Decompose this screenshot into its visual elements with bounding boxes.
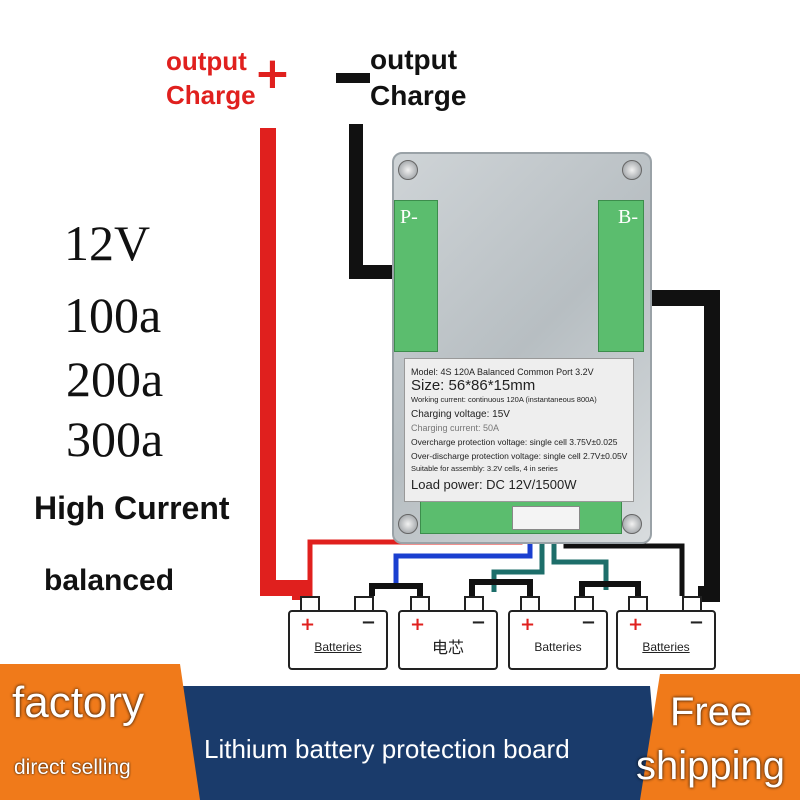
spec-label: Model: 4S 120A Balanced Common Port 3.2V…	[404, 358, 634, 502]
battery-minus-sign: −	[360, 612, 376, 633]
battery-plus-sign: +	[520, 614, 536, 635]
battery-3: + − Batteries	[508, 596, 608, 670]
battery-minus-sign: −	[580, 612, 596, 633]
battery-2: + − 电芯	[398, 596, 498, 670]
battery-body: + − Batteries	[616, 610, 716, 670]
plus-icon: +	[254, 48, 291, 99]
charging-current-text: Charging current: 50A	[411, 423, 500, 433]
shipping-text: shipping	[636, 744, 786, 788]
voltage-spec: 12V	[64, 215, 151, 271]
pcb-strip-right	[598, 200, 644, 352]
battery-body: + − Batteries	[508, 610, 608, 670]
right-output-label: output Charge	[370, 44, 467, 111]
working-current-text: Working current: continuous 120A (instan…	[411, 395, 597, 404]
battery-4: + − Batteries	[616, 596, 716, 670]
screw-bottom-right	[622, 514, 642, 534]
direct-selling-text: direct selling	[14, 756, 131, 779]
balanced-text: balanced	[44, 564, 175, 597]
red-positive-wire	[260, 128, 308, 600]
battery-minus-sign: −	[470, 612, 486, 633]
promo-banner	[0, 664, 800, 800]
screw-top-left	[398, 160, 418, 180]
size-text: Size: 56*86*15mm	[411, 377, 536, 394]
balance-teal-wire-2	[551, 530, 609, 590]
banner-orange-left	[0, 664, 200, 800]
battery-plus-sign: +	[300, 614, 316, 635]
current-spec-2: 200a	[66, 351, 164, 407]
pcb-strip-left	[394, 200, 438, 352]
factory-text: factory	[12, 678, 145, 727]
banner-orange-right	[640, 674, 800, 800]
battery-plus-sign: +	[410, 614, 426, 635]
battery-body: + − Batteries	[288, 610, 388, 670]
suitable-text: Suitable for assembly: 3.2V cells, 4 in …	[411, 464, 558, 473]
charging-voltage-text: Charging voltage: 15V	[411, 409, 510, 420]
link-2	[469, 579, 533, 596]
screw-bottom-left	[398, 514, 418, 534]
p-minus-port-label: P-	[400, 206, 418, 228]
balance-connector	[512, 506, 580, 530]
banner-center-text: Lithium battery protection board	[204, 734, 570, 764]
battery-label: 电芯	[431, 640, 464, 657]
battery-label: Batteries	[314, 640, 362, 654]
black-b-minus-wire	[622, 290, 720, 602]
overdischarge-text: Over-discharge protection voltage: singl…	[411, 451, 628, 461]
overcharge-text: Overcharge protection voltage: single ce…	[411, 437, 618, 447]
load-power-text: Load power: DC 12V/1500W	[411, 477, 577, 492]
model-text: Model: 4S 120A Balanced Common Port 3.2V	[411, 367, 594, 377]
screw-top-right	[622, 160, 642, 180]
battery-body: + − 电芯	[398, 610, 498, 670]
link-3	[579, 581, 641, 596]
b-minus-port-label: B-	[618, 206, 638, 228]
battery-label: Batteries	[642, 640, 690, 654]
battery-minus-sign: −	[688, 612, 704, 633]
current-spec-1: 100a	[64, 287, 162, 343]
left-output-label: output Charge	[166, 46, 256, 110]
battery-plus-sign: +	[628, 614, 644, 635]
banner-navy-band	[170, 686, 660, 800]
current-spec-3: 300a	[66, 411, 164, 467]
free-text: Free	[670, 690, 753, 734]
battery-1: + − Batteries	[288, 596, 388, 670]
high-current-text: High Current	[34, 490, 230, 526]
battery-label: Batteries	[534, 640, 582, 654]
link-1	[369, 583, 423, 596]
